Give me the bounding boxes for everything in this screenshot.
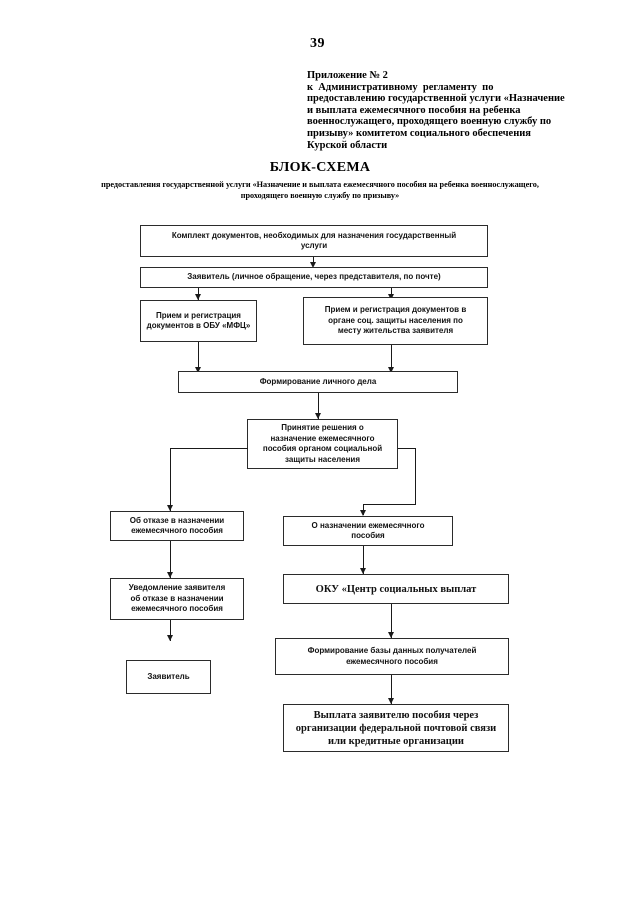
arrowhead-social-to-personal-file xyxy=(388,367,394,373)
flow-node-decision: Принятие решения о назначение ежемесячно… xyxy=(247,419,398,469)
connector-payment-center-to-database xyxy=(391,604,392,638)
reference-line-1: Приложение № 2 xyxy=(307,70,388,81)
flow-node-intake-social-protection: Прием и регистрация документов в органе … xyxy=(303,297,488,345)
connector-personal-file-to-decision xyxy=(318,393,319,419)
arrowhead-approval-to-payment-center xyxy=(360,568,366,574)
arrowhead-personal-file-to-decision xyxy=(315,413,321,419)
reference-line-3: предоставлению государственной услуги «Н… xyxy=(307,93,565,105)
reference-line-5: военнослужащего, проходящего военную слу… xyxy=(307,116,552,128)
arrowhead-notice-to-applicant xyxy=(167,635,173,641)
reference-line-4: и выплата ежемесячного пособия на ребенк… xyxy=(307,104,521,116)
arrowhead-decision-to-approval xyxy=(360,510,366,516)
connector-documents-to-applicant xyxy=(313,257,314,266)
flow-node-intake-mfc: Прием и регистрация документов в ОБУ «МФ… xyxy=(140,300,257,342)
page-subtitle: предоставления государственной услуги «Н… xyxy=(101,180,539,200)
flow-node-applicant-entry: Заявитель (личное обращение, через предс… xyxy=(140,267,488,288)
flow-node-payment-center: ОКУ «Центр социальных выплат xyxy=(283,574,509,604)
flow-node-payout: Выплата заявителю пособия через организа… xyxy=(283,704,509,752)
arrowhead-database-to-payout xyxy=(388,698,394,704)
flow-node-documents-package: Комплект документов, необходимых для наз… xyxy=(140,225,488,257)
connector-database-to-payout xyxy=(391,675,392,704)
page-title: БЛОК-СХЕМА xyxy=(269,160,371,175)
flow-node-refusal: Об отказе в назначении ежемесячного посо… xyxy=(110,511,244,541)
flow-node-approval: О назначении ежемесячного пособия xyxy=(283,516,453,546)
connector-social-to-personal-file xyxy=(391,345,392,374)
flow-node-refusal-notice: Уведомление заявителя об отказе в назнач… xyxy=(110,578,244,620)
reference-line-6: призыву» комитетом социального обеспечен… xyxy=(307,127,531,139)
flow-node-recipients-database: Формирование базы данных получателей еже… xyxy=(275,638,509,675)
flow-node-personal-file: Формирование личного дела xyxy=(178,371,458,393)
connector-decision-to-approval-h2 xyxy=(363,504,416,505)
arrowhead-refusal-to-notice xyxy=(167,572,173,578)
arrowhead-mfc-to-personal-file xyxy=(195,367,201,373)
connector-decision-to-approval-v1 xyxy=(415,448,416,504)
arrowhead-documents-to-applicant xyxy=(310,262,316,268)
connector-decision-to-approval-h1 xyxy=(398,448,415,449)
reference-line-7: Курской области xyxy=(307,139,388,151)
connector-decision-to-refusal-h xyxy=(170,448,248,449)
flow-node-applicant-final: Заявитель xyxy=(126,660,211,694)
arrowhead-payment-center-to-database xyxy=(388,632,394,638)
arrowhead-applicant-to-mfc xyxy=(195,294,201,300)
connector-notice-to-applicant xyxy=(170,620,171,641)
page-number: 39 xyxy=(310,36,325,51)
connector-decision-to-approval-v2 xyxy=(363,504,364,515)
connector-approval-to-payment-center xyxy=(363,546,364,574)
reference-line-2: к Административному регламенту по xyxy=(307,81,494,93)
reference-block: Приложение № 2 к Административному регла… xyxy=(307,70,607,151)
connector-refusal-to-notice xyxy=(170,541,171,579)
connector-mfc-to-personal-file xyxy=(198,342,199,374)
arrowhead-decision-to-refusal xyxy=(167,505,173,511)
connector-decision-to-refusal-v xyxy=(170,448,171,511)
